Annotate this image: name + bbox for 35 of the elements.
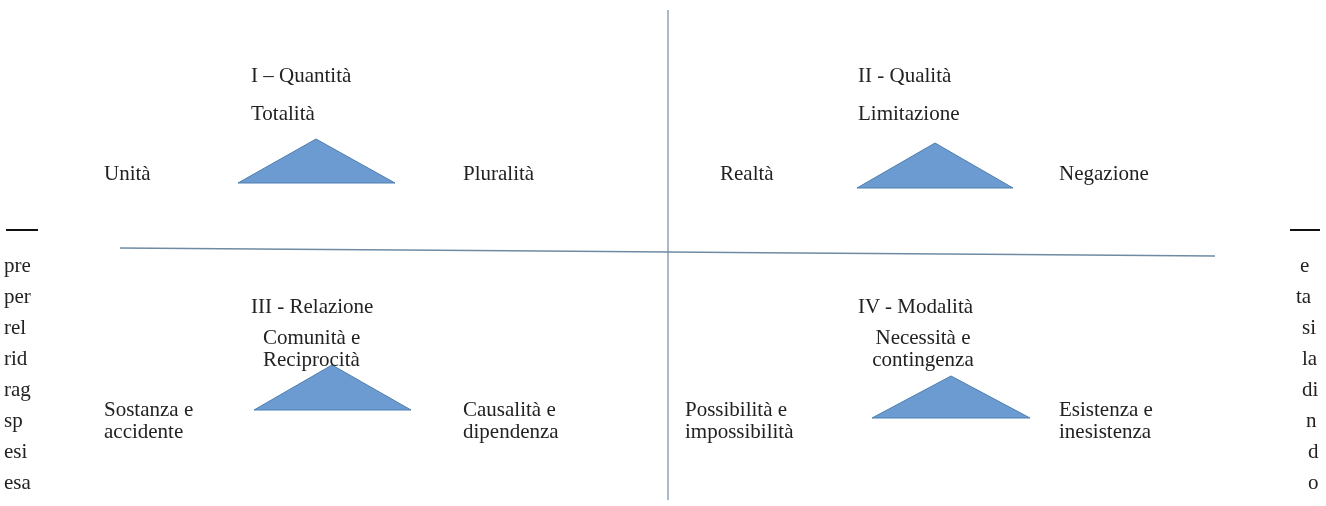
category-label: Realtà bbox=[720, 160, 774, 186]
text-fragment: d bbox=[1308, 438, 1319, 464]
text-fragment: rel bbox=[4, 314, 27, 340]
category-label: Pluralità bbox=[463, 160, 535, 186]
triangle-shape bbox=[856, 142, 1014, 189]
category-label: Sostanza e accidente bbox=[104, 398, 195, 442]
text-fragment: pre bbox=[4, 252, 31, 278]
triangle-shape bbox=[237, 138, 396, 184]
quadrant-heading: III - Relazione bbox=[251, 293, 374, 319]
category-label: Limitazione bbox=[858, 100, 960, 126]
category-label: Comunità e Reciprocità bbox=[263, 326, 362, 370]
text-fragment: rag bbox=[4, 376, 31, 402]
text-fragment: si bbox=[1302, 314, 1316, 340]
text-fragment: n bbox=[1306, 407, 1317, 433]
category-label: Negazione bbox=[1059, 160, 1149, 186]
text-fragment: esa bbox=[4, 469, 31, 495]
text-fragment: di bbox=[1302, 376, 1319, 402]
category-label: Possibilità e impossibilità bbox=[685, 398, 795, 442]
category-label: Totalità bbox=[251, 100, 315, 126]
text-fragment: esi bbox=[4, 438, 28, 464]
text-fragment: la bbox=[1302, 345, 1318, 371]
quadrant-heading: II - Qualità bbox=[858, 62, 952, 88]
category-label: Esistenza e inesistenza bbox=[1059, 398, 1154, 442]
category-label: Causalità e dipendenza bbox=[463, 398, 560, 442]
text-fragment: rid bbox=[4, 345, 28, 371]
triangle-shape bbox=[871, 375, 1031, 419]
text-fragment: e bbox=[1300, 252, 1310, 278]
text-fragment: per bbox=[4, 283, 31, 309]
quadrant-heading: IV - Modalità bbox=[858, 293, 974, 319]
category-label: Unità bbox=[104, 160, 151, 186]
category-label: Necessità e contingenza bbox=[871, 326, 975, 370]
text-fragment: ta bbox=[1296, 283, 1312, 309]
text-fragment: o bbox=[1308, 469, 1319, 495]
quadrant-heading: I – Quantità bbox=[251, 62, 352, 88]
text-fragment: sp bbox=[4, 407, 23, 433]
